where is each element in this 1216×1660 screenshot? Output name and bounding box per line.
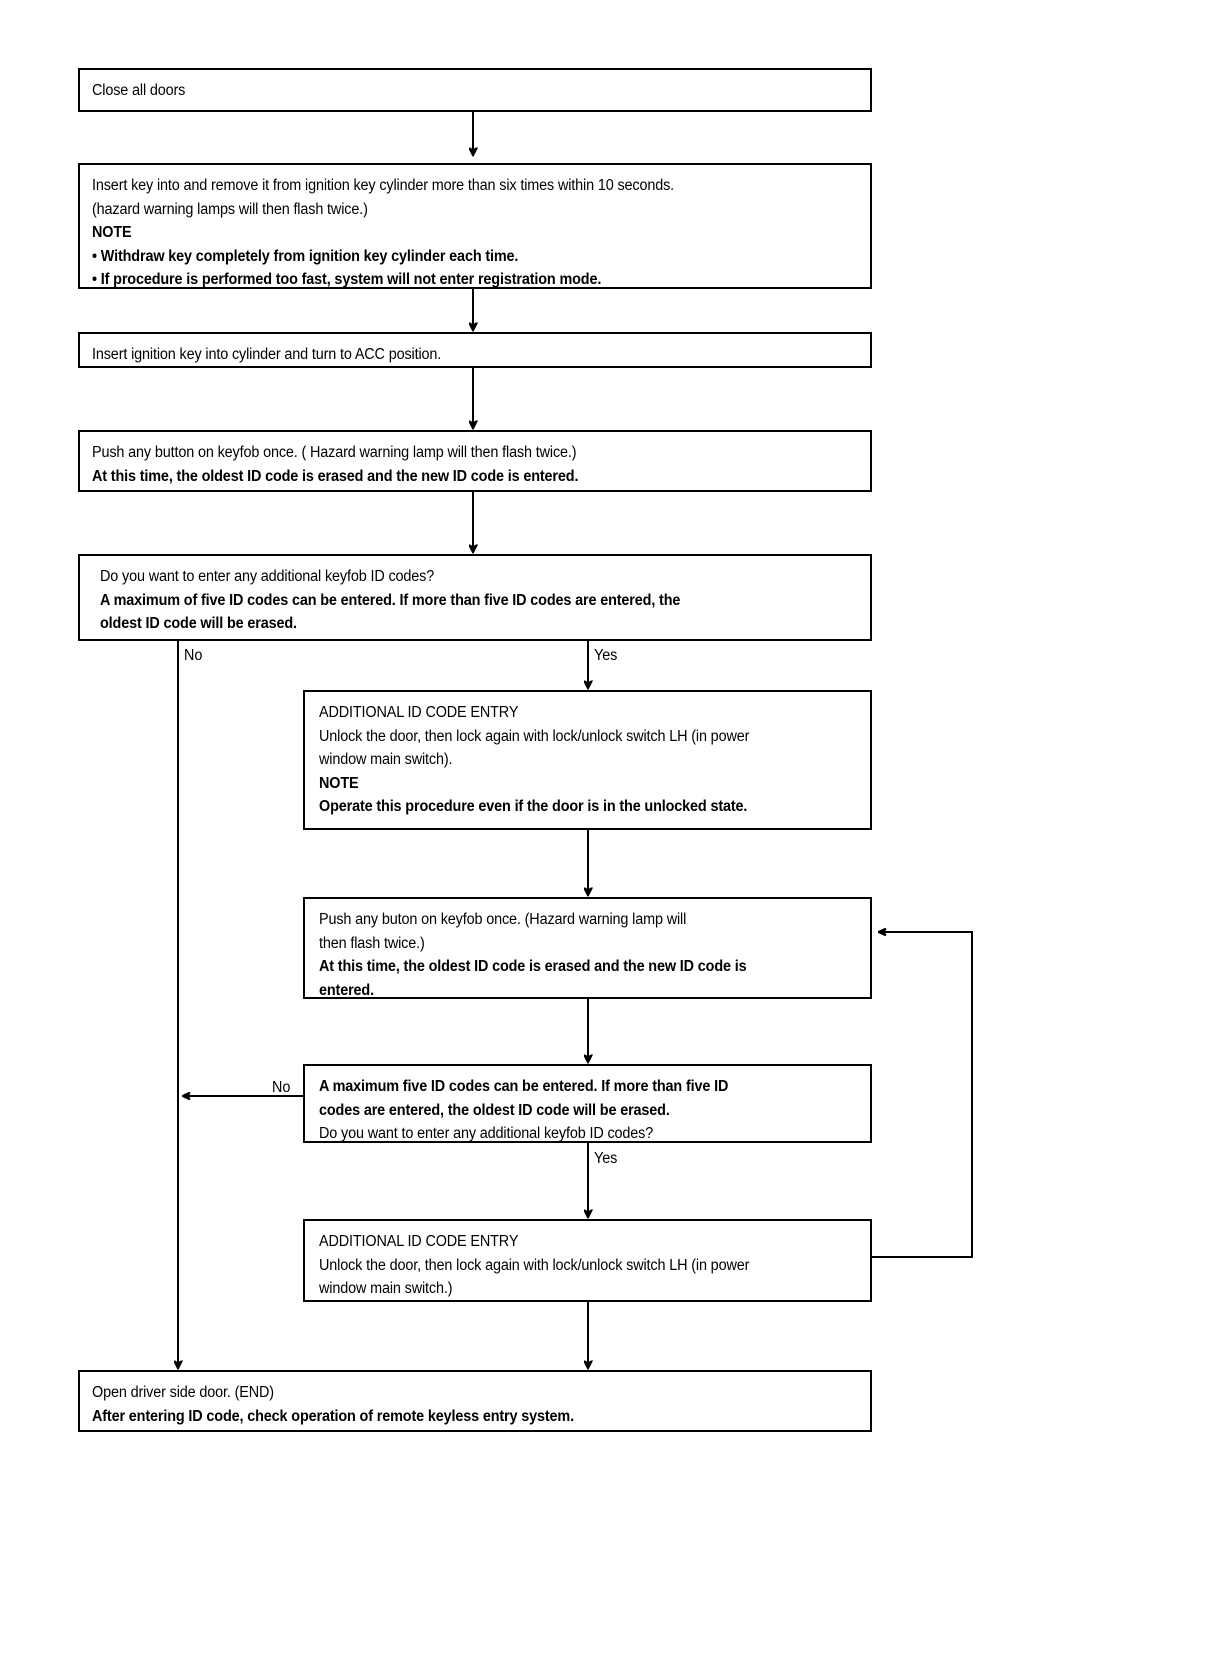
node-decision-additional-codes-first[interactable]: Do you want to enter any additional keyf…	[78, 554, 872, 641]
node-line: A maximum of five ID codes can be entere…	[100, 591, 681, 609]
node-push-keyfob-button-first[interactable]: Push any button on keyfob once. ( Hazard…	[78, 430, 872, 492]
edge-label-decision2-no: No	[272, 1079, 291, 1096]
node-line: window main switch).	[319, 751, 453, 768]
node-line: A maximum five ID codes can be entered. …	[319, 1078, 729, 1095]
node-line: then flash twice.)	[319, 934, 425, 952]
node-turn-to-acc[interactable]: Insert ignition key into cylinder and tu…	[78, 332, 872, 368]
node-line: entered.	[319, 981, 374, 999]
node-line-heading: ADDITIONAL ID CODE ENTRY	[319, 1233, 519, 1250]
node-line: Operate this procedure even if the door …	[319, 798, 748, 815]
node-line: Do you want to enter any additional keyf…	[100, 568, 435, 585]
node-line-heading: ADDITIONAL ID CODE ENTRY	[319, 704, 519, 721]
node-line-note-heading: NOTE	[319, 774, 359, 792]
node-additional-id-code-entry-second[interactable]: ADDITIONAL ID CODE ENTRY Unlock the door…	[303, 1219, 872, 1302]
edge-label-decision2-yes: Yes	[594, 1150, 618, 1167]
node-line: At this time, the oldest ID code is eras…	[92, 467, 579, 485]
node-line: Open driver side door. (END)	[92, 1384, 274, 1401]
node-line-bullet: • If procedure is performed too fast, sy…	[92, 271, 602, 288]
node-line: Insert key into and remove it from ignit…	[92, 177, 675, 194]
node-decision-additional-codes-second[interactable]: A maximum five ID codes can be entered. …	[303, 1064, 872, 1143]
node-push-keyfob-button-second[interactable]: Push any buton on keyfob once. (Hazard w…	[303, 897, 872, 999]
node-end-open-driver-door[interactable]: Open driver side door. (END) After enter…	[78, 1370, 872, 1432]
node-line: Close all doors	[92, 82, 186, 99]
node-line: At this time, the oldest ID code is eras…	[319, 958, 747, 975]
node-line-bullet: • Withdraw key completely from ignition …	[92, 247, 519, 265]
edge-label-decision1-no: No	[184, 647, 203, 664]
node-line: oldest ID code will be erased.	[100, 615, 297, 632]
edge-label-decision1-yes: Yes	[594, 647, 618, 664]
node-line: Unlock the door, then lock again with lo…	[319, 727, 750, 745]
node-insert-remove-key[interactable]: Insert key into and remove it from ignit…	[78, 163, 872, 289]
node-line: After entering ID code, check operation …	[92, 1407, 574, 1425]
node-additional-id-code-entry-first[interactable]: ADDITIONAL ID CODE ENTRY Unlock the door…	[303, 690, 872, 830]
node-line: window main switch.)	[319, 1280, 453, 1297]
node-line: codes are entered, the oldest ID code wi…	[319, 1101, 670, 1119]
node-close-all-doors[interactable]: Close all doors	[78, 68, 872, 112]
node-line: Push any buton on keyfob once. (Hazard w…	[319, 911, 687, 928]
node-line: Push any button on keyfob once. ( Hazard…	[92, 444, 577, 461]
node-line-note-heading: NOTE	[92, 224, 132, 241]
node-line: Unlock the door, then lock again with lo…	[319, 1256, 750, 1274]
node-line: Do you want to enter any additional keyf…	[319, 1125, 654, 1142]
node-line: (hazard warning lamps will then flash tw…	[92, 200, 368, 218]
node-line: Insert ignition key into cylinder and tu…	[92, 346, 442, 363]
wire-loop-back	[872, 931, 973, 1258]
